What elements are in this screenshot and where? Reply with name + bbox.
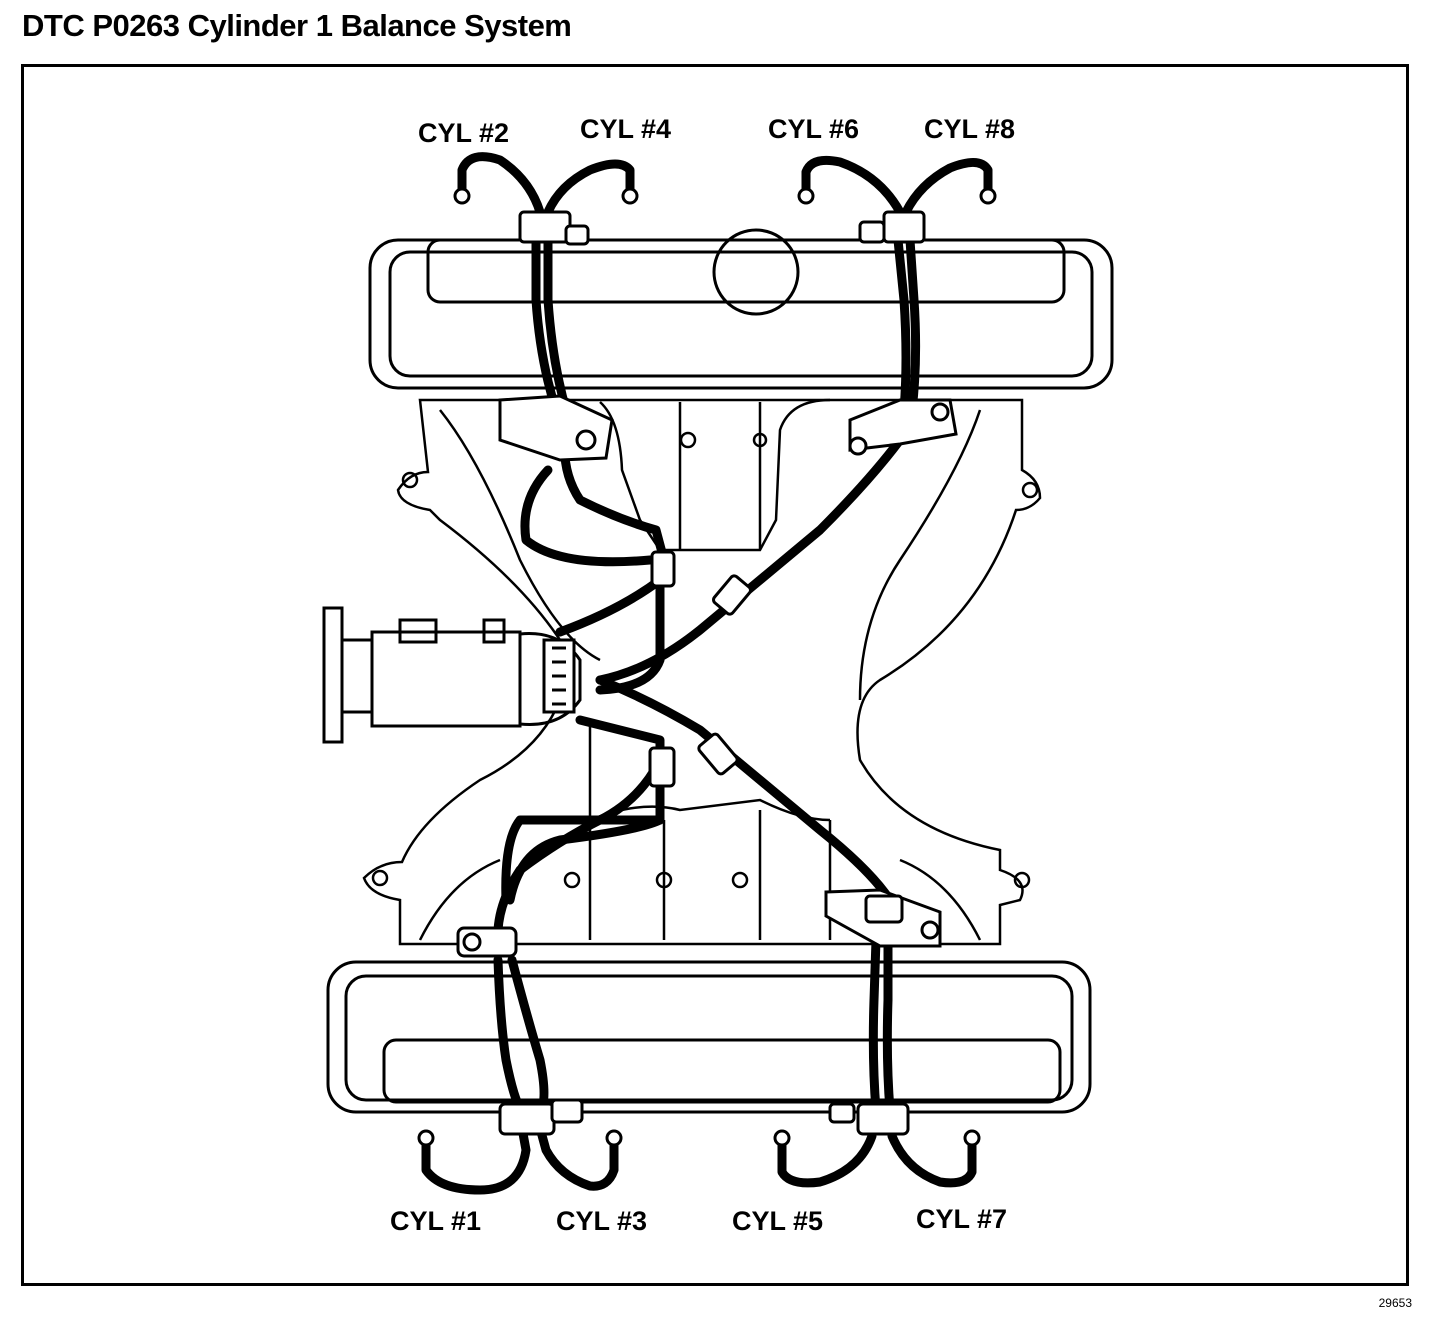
label-cyl-6: CYL #6: [768, 114, 859, 144]
diagram-title: DTC P0263 Cylinder 1 Balance System: [22, 8, 572, 43]
label-cyl-5: CYL #5: [732, 1206, 823, 1236]
label-cyl-7: CYL #7: [916, 1204, 1007, 1234]
top-valve-cover: [368, 228, 1114, 390]
harness-connectors: [456, 210, 958, 1136]
bottom-valve-cover: [326, 960, 1092, 1114]
injector-wiring-harness: [421, 152, 993, 1195]
label-cyl-3: CYL #3: [556, 1206, 647, 1236]
intake-manifold: [362, 398, 1042, 946]
label-cyl-2: CYL #2: [418, 118, 509, 148]
label-cyl-4: CYL #4: [580, 114, 671, 144]
figure-number: 29653: [1378, 1296, 1412, 1310]
label-cyl-8: CYL #8: [924, 114, 1015, 144]
throttle-body: [322, 606, 582, 744]
injector-terminals: [417, 187, 997, 1147]
label-cyl-1: CYL #1: [390, 1206, 481, 1236]
diagram-frame: [21, 64, 1409, 1286]
